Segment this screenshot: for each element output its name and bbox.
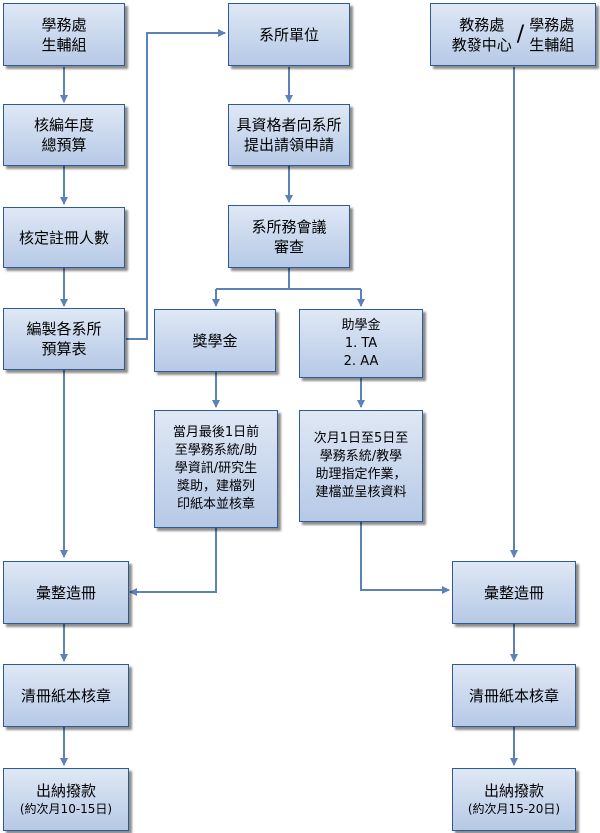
- node-student-affairs-guidance: 學務處 生輔組: [3, 3, 125, 66]
- node-assistantship: 助學金 1. TA 2. AA: [299, 309, 423, 378]
- node-left-compile: 彙整造冊: [3, 561, 129, 624]
- node-apply: 具資格者向系所 提出請領申請: [228, 104, 350, 166]
- node-scholarship: 獎學金: [154, 309, 276, 372]
- node-department-meeting: 系所務會議 審查: [228, 205, 350, 268]
- node-right-payment: 出納撥款 (約次月15-20日): [452, 768, 576, 831]
- node-right-compile: 彙整造冊: [452, 561, 576, 624]
- node-scholarship-procedure: 當月最後1日前 至學務系統/助 學資訊/研究生 獎助，建檔列 印紙本並核章: [154, 410, 278, 528]
- node-left-stamp: 清冊紙本核章: [3, 664, 129, 727]
- node-department-unit: 系所單位: [228, 3, 350, 66]
- arrow-budget-to-unit: [126, 29, 226, 340]
- academic-affairs-label: 教務處 教發中心: [451, 15, 512, 54]
- arrow-assistantship-to-right-compile: [360, 522, 450, 594]
- node-left-payment: 出納撥款 (約次月10-15日): [3, 768, 129, 831]
- node-department-budget: 編製各系所 預算表: [3, 308, 125, 370]
- node-academic-and-student-affairs: 教務處 教發中心 / 學務處 生輔組: [430, 3, 596, 66]
- node-assistantship-procedure: 次月1日至5日至 學務系統/教學 助理指定作業， 建檔並呈核資料: [299, 410, 423, 522]
- separator-slash: /: [516, 21, 525, 47]
- node-enrollment-count: 核定註冊人數: [3, 207, 125, 268]
- arrow-scholarship-to-left-compile: [129, 528, 217, 596]
- student-affairs-label: 學務處 生輔組: [529, 15, 575, 54]
- node-annual-budget: 核編年度 總預算: [3, 104, 125, 166]
- split-line: [216, 268, 361, 290]
- node-right-stamp: 清冊紙本核章: [452, 664, 576, 727]
